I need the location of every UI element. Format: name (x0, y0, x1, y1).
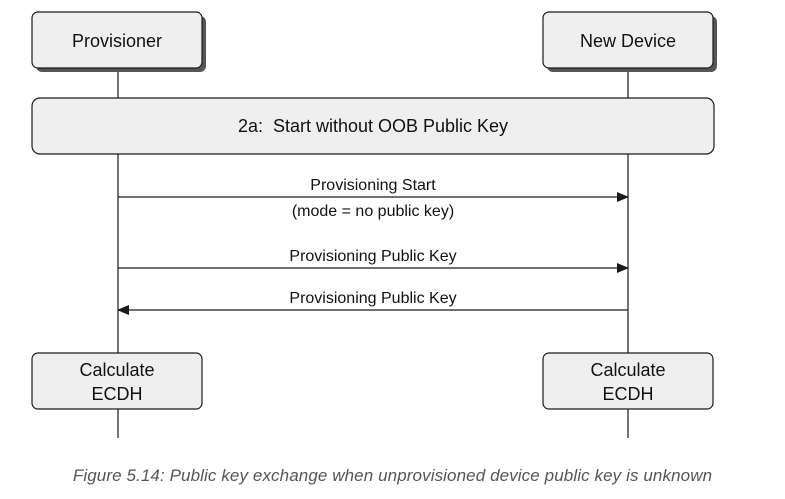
action-right-line2: ECDH (602, 384, 653, 404)
action-calculate-ecdh-new-device: Calculate ECDH (542, 352, 714, 410)
message-provisioning-start: Provisioning Start (mode = no public key… (118, 177, 629, 220)
message-public-key-to-provisioner: Provisioning Public Key (117, 290, 628, 315)
participant-new-device: New Device (542, 11, 717, 72)
message-public-key-to-device: Provisioning Public Key (118, 248, 629, 273)
phase-banner: 2a: Start without OOB Public Key (31, 97, 715, 155)
message-1-sublabel: (mode = no public key) (292, 203, 454, 220)
participant-new-device-label: New Device (580, 31, 676, 51)
phase-label: 2a: Start without OOB Public Key (238, 116, 508, 136)
sequence-diagram: Provisioner New Device 2a: Start without… (31, 11, 717, 438)
action-calculate-ecdh-provisioner: Calculate ECDH (31, 352, 203, 410)
action-left-line1: Calculate (79, 360, 154, 380)
participant-provisioner: Provisioner (31, 11, 206, 72)
action-left-line2: ECDH (91, 384, 142, 404)
action-right-line1: Calculate (590, 360, 665, 380)
figure-caption: Figure 5.14: Public key exchange when un… (72, 466, 713, 485)
participant-provisioner-label: Provisioner (72, 31, 162, 51)
message-1-label: Provisioning Start (310, 177, 436, 194)
message-3-label: Provisioning Public Key (289, 290, 456, 307)
message-2-label: Provisioning Public Key (289, 248, 456, 265)
